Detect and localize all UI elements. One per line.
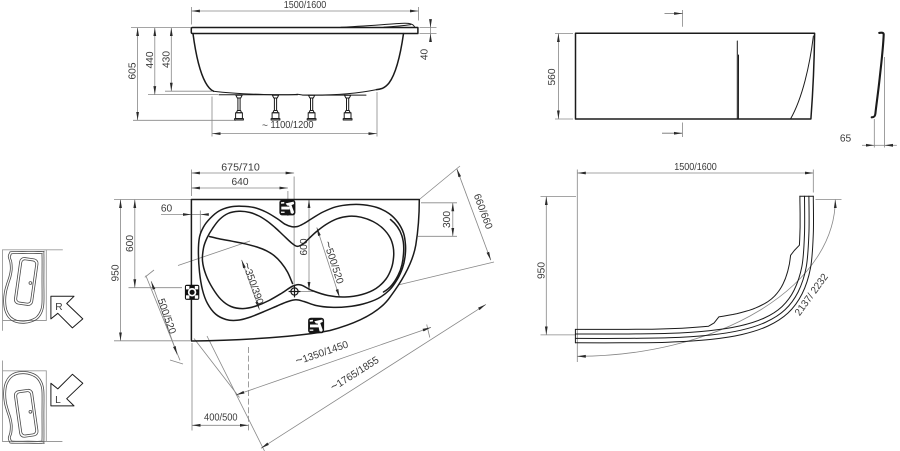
svg-text:1500/1600: 1500/1600 (674, 162, 717, 173)
svg-text:430: 430 (161, 51, 172, 68)
svg-text:605: 605 (128, 62, 139, 79)
svg-text:65: 65 (840, 134, 852, 145)
svg-text:L: L (55, 395, 61, 406)
svg-text:440: 440 (145, 51, 156, 68)
svg-text:600: 600 (299, 238, 310, 255)
svg-text:640: 640 (232, 177, 249, 188)
svg-text:600: 600 (125, 235, 136, 252)
svg-text:400/500: 400/500 (204, 412, 238, 423)
svg-text:R: R (55, 302, 62, 313)
svg-text:675/710: 675/710 (221, 162, 260, 173)
svg-text:40: 40 (420, 49, 431, 61)
svg-text:1500/1600: 1500/1600 (284, 0, 327, 11)
svg-text:60: 60 (161, 204, 173, 215)
svg-text:950: 950 (111, 264, 122, 281)
svg-text:300: 300 (442, 211, 453, 228)
svg-text:~: ~ (262, 121, 268, 132)
svg-text:950: 950 (536, 262, 547, 279)
svg-text:560: 560 (547, 68, 558, 85)
svg-text:1100/1200: 1100/1200 (271, 120, 314, 131)
